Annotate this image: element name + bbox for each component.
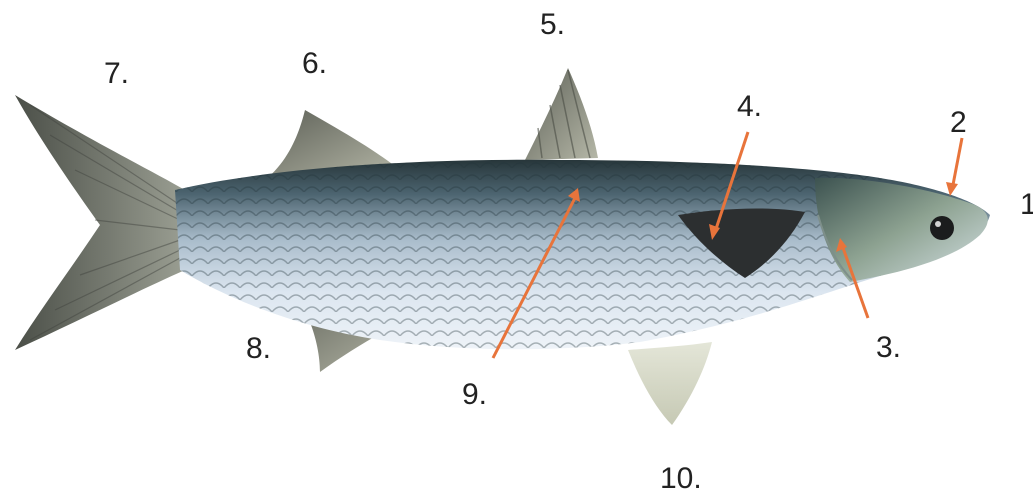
fish-eye-highlight — [935, 221, 941, 227]
label-3: 3. — [876, 331, 901, 364]
label-2: 2 — [950, 106, 967, 139]
label-5: 5. — [540, 8, 565, 41]
label-1: 1 — [1020, 188, 1033, 221]
label-8: 8. — [246, 332, 271, 365]
fish-scales — [170, 150, 890, 360]
pelvic-fin — [628, 342, 712, 425]
label-9: 9. — [462, 378, 487, 411]
fish-eye — [930, 216, 954, 240]
label-6: 6. — [302, 47, 327, 80]
arrow-2 — [946, 138, 962, 196]
label-7: 7. — [104, 57, 129, 90]
label-10: 10. — [660, 462, 702, 492]
label-4: 4. — [737, 90, 762, 123]
caudal-fin — [15, 95, 185, 350]
